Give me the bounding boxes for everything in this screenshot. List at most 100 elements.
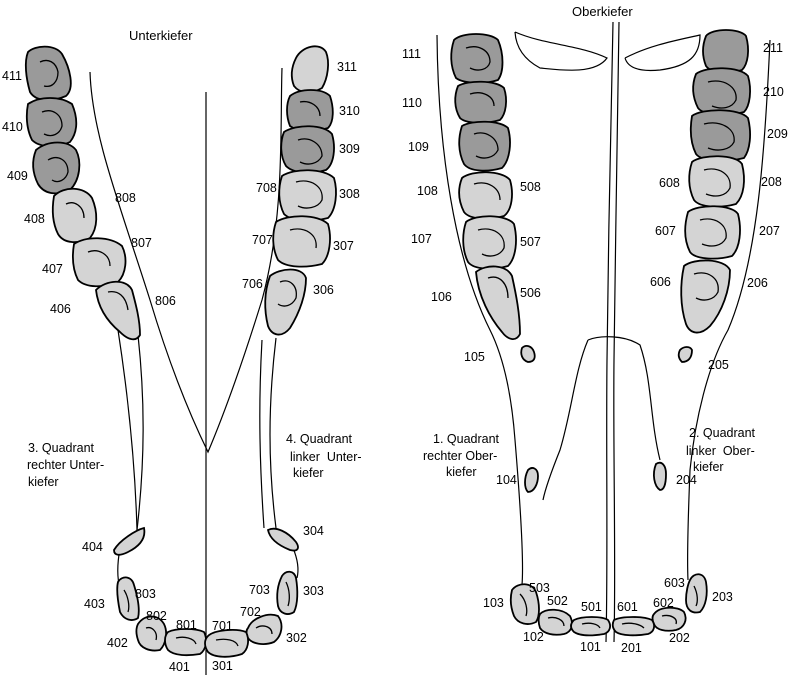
tooth-607-detail [699,218,727,247]
tooth-308-detail [295,180,323,209]
label-708: 708 [256,181,277,195]
tooth-507 [462,215,517,270]
upper-right-teeth [611,29,751,637]
tooth-503-detail [519,593,528,617]
tooth-304 [266,527,299,552]
upper-left-outer-line [436,34,524,586]
upper-left-teeth [450,33,611,637]
tooth-503 [509,583,540,625]
tooth-409-detail [47,157,69,183]
tooth-301-detail [215,638,239,647]
label-104: 104 [496,473,517,487]
quadrant-1-label: 1. Quadrant rechter Ober- kiefer [423,432,500,479]
tooth-111 [450,33,504,84]
tooth-606 [680,259,731,334]
tooth-401 [164,628,207,657]
tooth-603-detail [693,585,698,607]
tooth-307-detail [289,228,317,249]
tooth-105 [520,345,536,363]
upper-jaw-outline [436,21,771,643]
tooth-210-detail [707,80,737,109]
label-409: 409 [7,169,28,183]
label-106: 106 [431,290,452,304]
label-404: 404 [82,540,103,554]
label-411: 411 [2,69,22,83]
lower-left-labels: 411 410 409 408 407 406 808 807 806 803 … [2,69,197,674]
label-101: 101 [580,640,601,654]
label-602: 602 [653,596,674,610]
label-402: 402 [107,636,128,650]
label-111: 111 [402,47,421,61]
quadrant-1-line-3: kiefer [446,465,477,479]
quadrant-3-label: 3. Quadrant rechter Unter- kiefer [27,441,104,489]
label-702: 702 [240,605,261,619]
upper-right-labels: 211 210 209 208 207 206 205 204 203 202 … [617,41,788,655]
label-808: 808 [115,191,136,205]
label-311: 311 [337,60,357,74]
lower-jaw-outline [89,67,299,675]
label-302: 302 [286,631,307,645]
label-107: 107 [411,232,432,246]
label-105: 105 [464,350,485,364]
label-203: 203 [712,590,733,604]
label-801: 801 [176,618,197,632]
tooth-306-detail [277,280,297,307]
label-303: 303 [303,584,324,598]
label-802: 802 [146,609,167,623]
tooth-407-detail [87,250,111,267]
label-403: 403 [84,597,105,611]
label-502: 502 [547,594,568,608]
tooth-209-detail [703,122,735,151]
tooth-411-detail [39,59,59,88]
label-102: 102 [523,630,544,644]
upper-left-labels: 111 110 109 108 107 106 105 104 103 102 … [402,47,602,654]
label-706: 706 [242,277,263,291]
upper-jaw-title: Oberkiefer [572,4,633,19]
label-309: 309 [339,142,360,156]
label-211: 211 [763,41,783,55]
quadrant-1-line-1: 1. Quadrant [433,432,500,446]
tooth-109-detail [473,132,499,159]
tooth-301 [204,629,249,658]
quadrant-1-line-2: rechter Ober- [423,449,497,463]
label-201: 201 [621,641,642,655]
label-103: 103 [483,596,504,610]
label-601: 601 [617,600,638,614]
tooth-307 [272,215,331,268]
tooth-608 [688,155,745,208]
label-306: 306 [313,283,334,297]
tooth-403-detail [123,589,130,613]
tooth-508 [458,171,513,220]
label-408: 408 [24,212,45,226]
label-301: 301 [212,659,233,673]
quadrant-4-line-2: linker Unter- [290,450,362,464]
upper-midline-2 [613,21,620,643]
quadrant-2-label: 2. Quadrant linker Ober- kiefer [686,426,756,474]
quadrant-4-line-1: 4. Quadrant [286,432,353,446]
tooth-110-detail [469,92,495,107]
label-308: 308 [339,187,360,201]
tooth-310 [286,89,334,132]
lower-right-teeth [204,45,337,658]
quadrant-2-line-1: 2. Quadrant [689,426,756,440]
tooth-502-detail [547,616,565,627]
label-108: 108 [417,184,438,198]
label-204: 204 [676,473,697,487]
tooth-210 [692,67,751,116]
label-603: 603 [664,576,685,590]
tooth-508-detail [473,182,501,201]
label-410: 410 [2,120,23,134]
tooth-507-detail [477,228,505,257]
tooth-501 [570,616,611,637]
tooth-410 [25,97,78,148]
tooth-303-detail [285,581,290,607]
quadrant-3-line-2: rechter Unter- [27,458,104,472]
label-202: 202 [669,631,690,645]
tooth-205 [677,346,693,363]
tooth-408-detail [65,202,85,219]
label-407: 407 [42,262,63,276]
upper-palate-left [542,339,589,501]
label-110: 110 [402,96,422,110]
tooth-502 [537,608,573,636]
